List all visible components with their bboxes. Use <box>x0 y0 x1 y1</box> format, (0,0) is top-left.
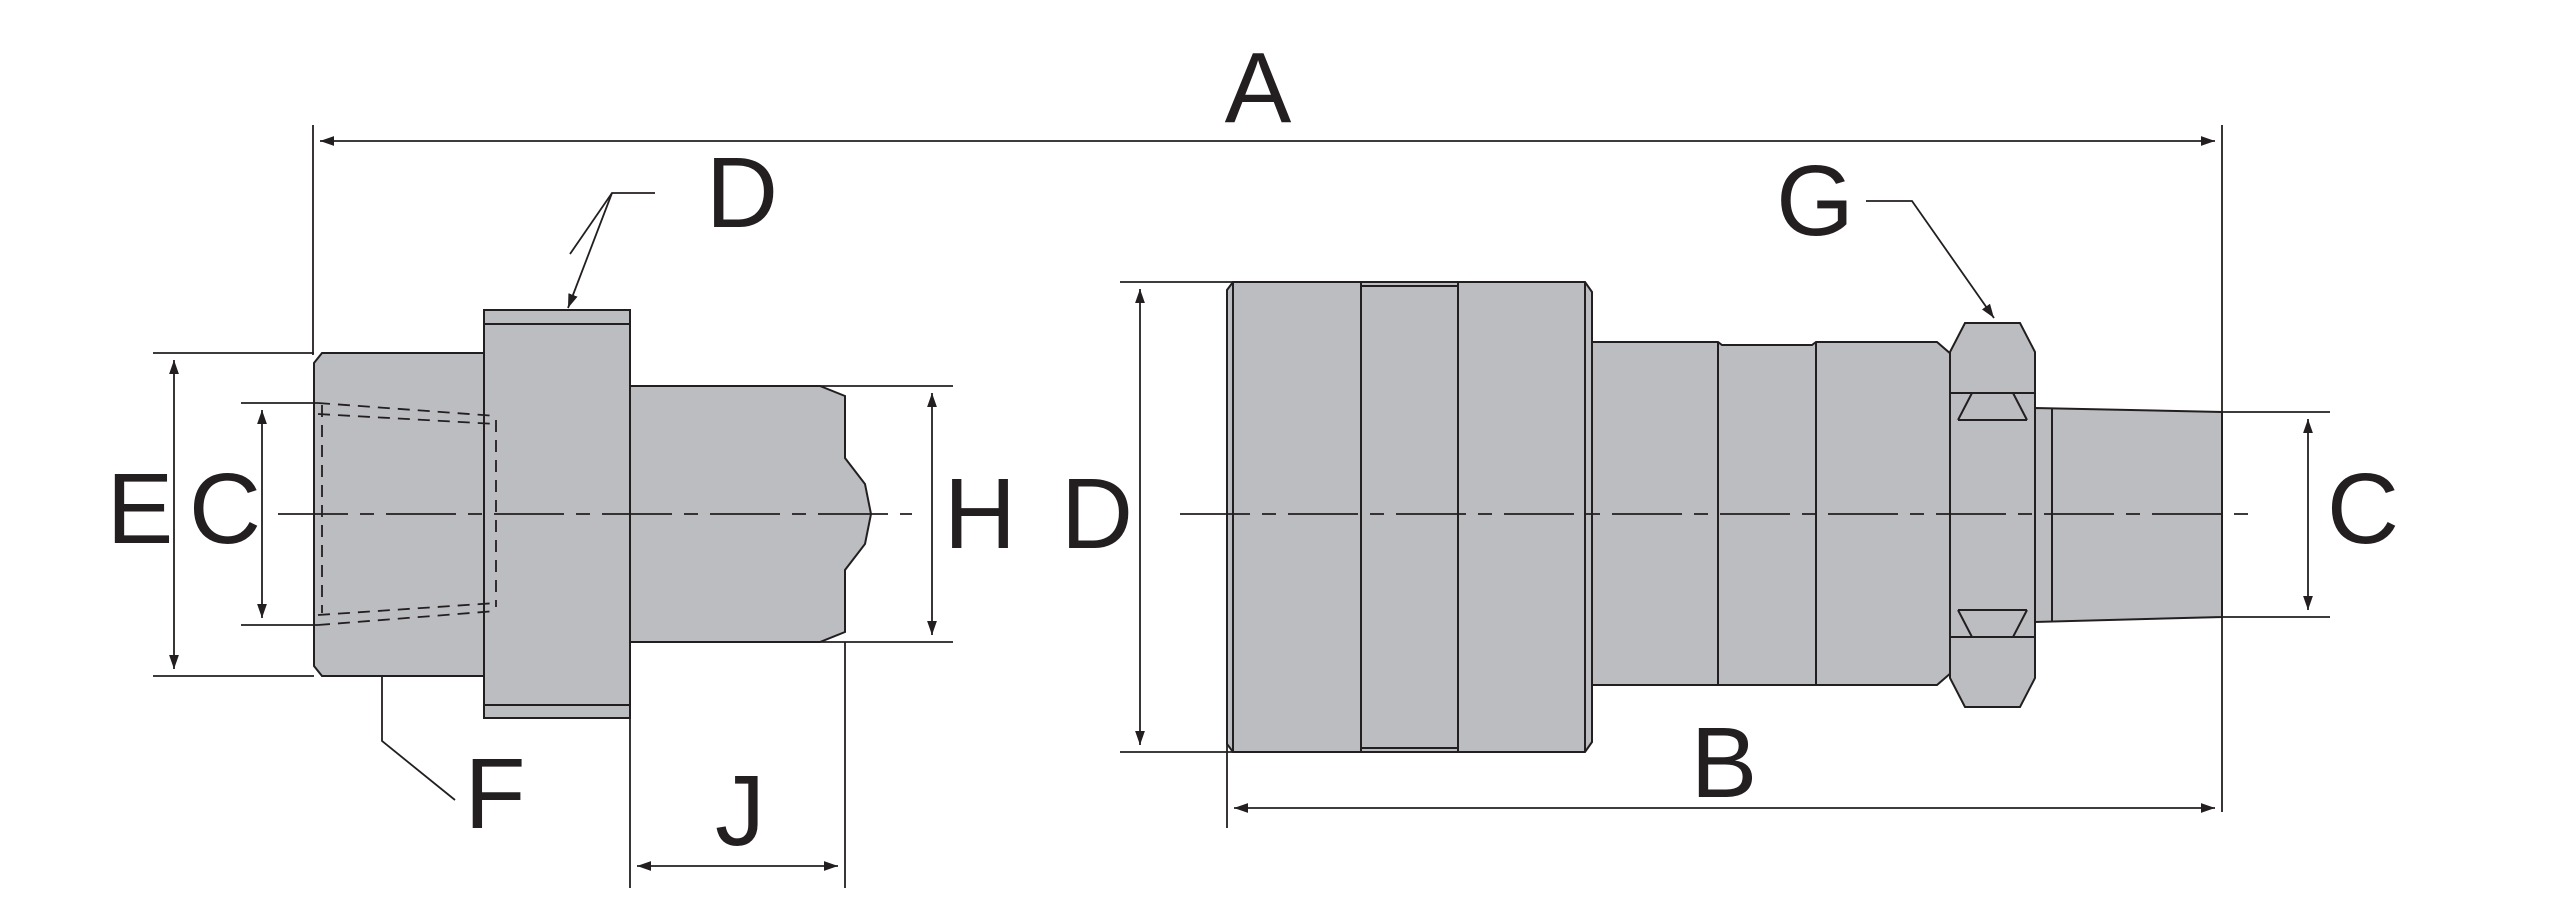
dimension-c-right: C <box>2222 411 2399 618</box>
label-f: F <box>464 738 525 850</box>
label-d-right: D <box>1061 458 1133 570</box>
leader-f: F <box>381 676 526 850</box>
dimension-d-right: D <box>1061 281 1233 753</box>
dimension-a: A <box>312 32 2223 812</box>
threaded-tail <box>2034 406 2223 624</box>
dimension-c-left: C <box>189 402 318 626</box>
dimension-h: H <box>820 385 1016 643</box>
leader-g: G <box>1776 145 1995 319</box>
label-a: A <box>1225 32 1292 144</box>
collar-groove <box>1360 285 1459 749</box>
label-j: J <box>715 755 765 867</box>
label-b: B <box>1691 707 1758 819</box>
label-c-right: C <box>2327 453 2399 565</box>
hex-nut <box>1949 322 2036 708</box>
hidden-thread-lines <box>317 402 497 626</box>
dimension-e: E <box>107 352 314 677</box>
male-plug <box>278 309 912 719</box>
label-g: G <box>1776 145 1854 257</box>
label-e: E <box>107 453 174 565</box>
label-h: H <box>944 458 1016 570</box>
leader-d-top: D <box>567 137 778 309</box>
female-coupler <box>1180 281 2258 753</box>
dimension-j: J <box>629 642 846 888</box>
dimension-b: B <box>1226 707 2215 828</box>
label-d-top: D <box>706 137 778 249</box>
label-c-left: C <box>189 453 261 565</box>
